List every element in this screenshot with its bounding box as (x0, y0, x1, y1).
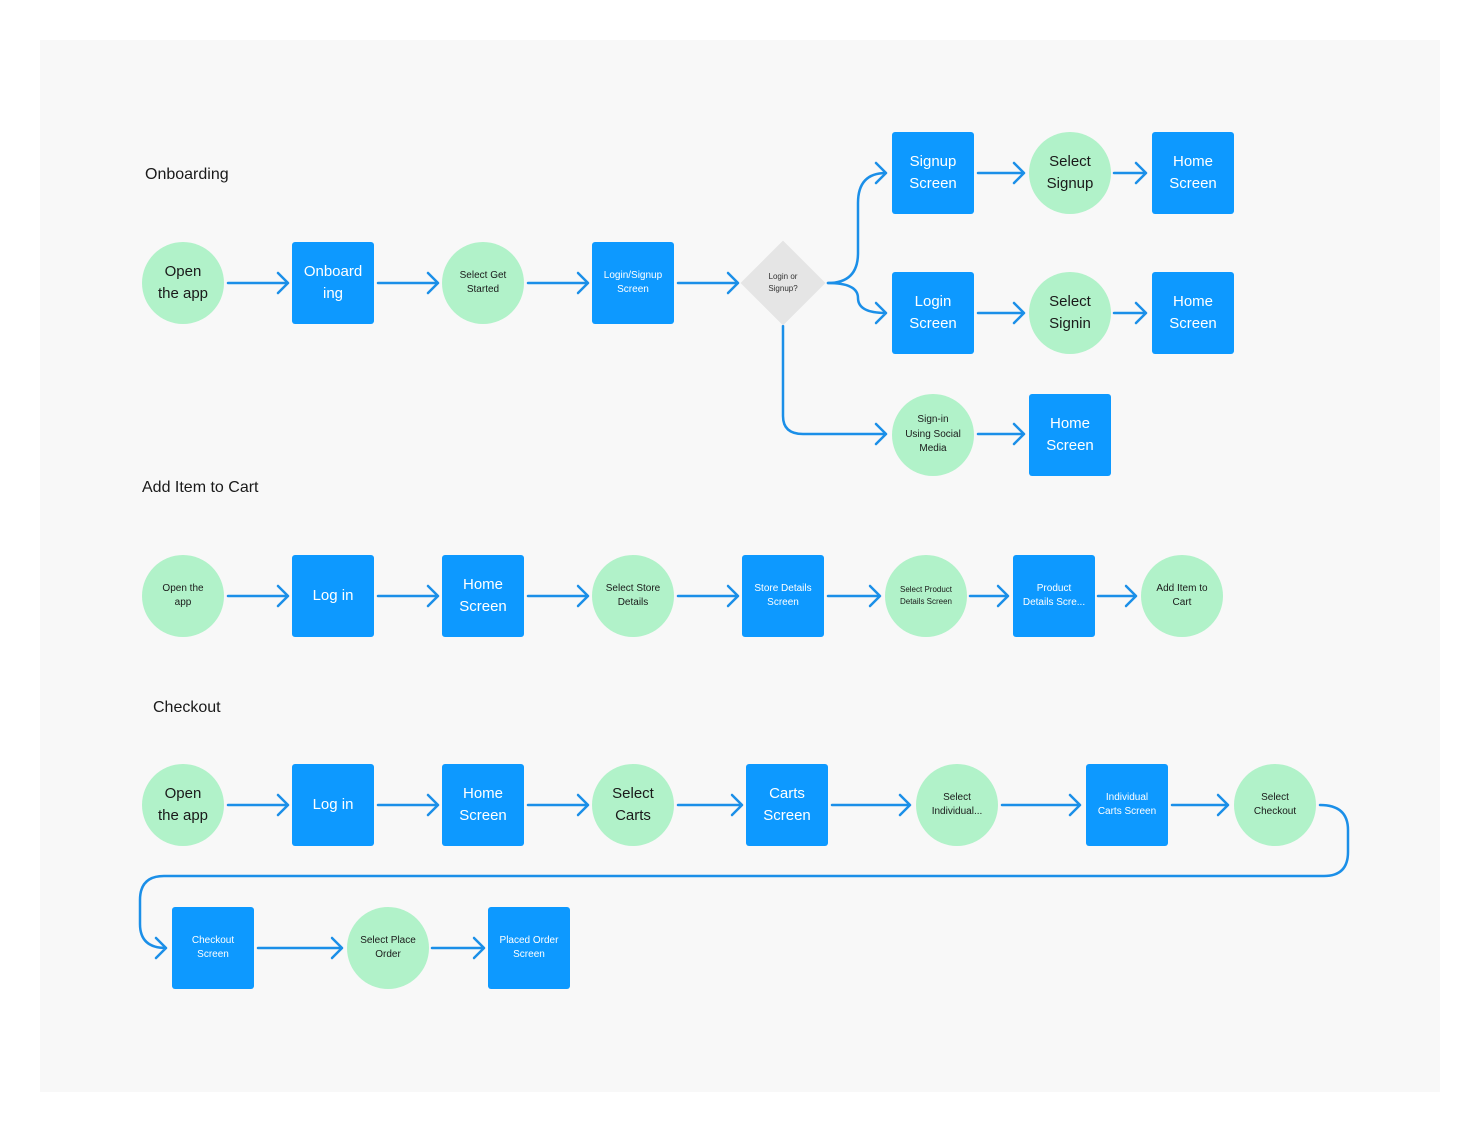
flow-node-home-screen: Home Screen (1029, 394, 1111, 476)
decision-label: Login or Signup? (768, 272, 798, 293)
flow-node-select-place-order: Select Place Order (347, 907, 429, 989)
flow-node-select-signup: Select Signup (1029, 132, 1111, 214)
flow-node-home-screen: Home Screen (442, 555, 524, 637)
flow-node-select-get-started: Select Get Started (442, 242, 524, 324)
flow-node-select-signin: Select Signin (1029, 272, 1111, 354)
flow-node-select-carts: Select Carts (592, 764, 674, 846)
flow-node-carts-screen: Carts Screen (746, 764, 828, 846)
flow-node-select-checkout: Select Checkout (1234, 764, 1316, 846)
section-title-add-item-to-cart: Add Item to Cart (142, 479, 259, 496)
flow-node-select-individual: Select Individual... (916, 764, 998, 846)
flow-node-checkout-screen: Checkout Screen (172, 907, 254, 989)
flow-node-open-app: Open the app (142, 764, 224, 846)
flow-node-log-in: Log in (292, 555, 374, 637)
flow-node-open-app: Open the app (142, 242, 224, 324)
section-title-checkout: Checkout (153, 699, 221, 716)
flow-node-onboarding: Onboard ing (292, 242, 374, 324)
flow-node-select-product-details: Select Product Details Screen (885, 555, 967, 637)
flow-node-home-screen: Home Screen (1152, 272, 1234, 354)
flow-node-home-screen: Home Screen (442, 764, 524, 846)
flow-node-store-details-screen: Store Details Screen (742, 555, 824, 637)
flow-node-login-signup-screen: Login/Signup Screen (592, 242, 674, 324)
flow-node-log-in: Log in (292, 764, 374, 846)
flow-node-select-store-details: Select Store Details (592, 555, 674, 637)
flow-node-home-screen: Home Screen (1152, 132, 1234, 214)
section-title-onboarding: Onboarding (145, 166, 229, 183)
flow-node-sign-in-social-media: Sign-in Using Social Media (892, 394, 974, 476)
flow-node-product-details-screen: Product Details Scre... (1013, 555, 1095, 637)
flow-node-add-item-to-cart: Add Item to Cart (1141, 555, 1223, 637)
flow-node-signup-screen: Signup Screen (892, 132, 974, 214)
flow-node-individual-carts-screen: Individual Carts Screen (1086, 764, 1168, 846)
flow-node-open-app: Open the app (142, 555, 224, 637)
flow-node-placed-order-screen: Placed Order Screen (488, 907, 570, 989)
flow-node-login-screen: Login Screen (892, 272, 974, 354)
